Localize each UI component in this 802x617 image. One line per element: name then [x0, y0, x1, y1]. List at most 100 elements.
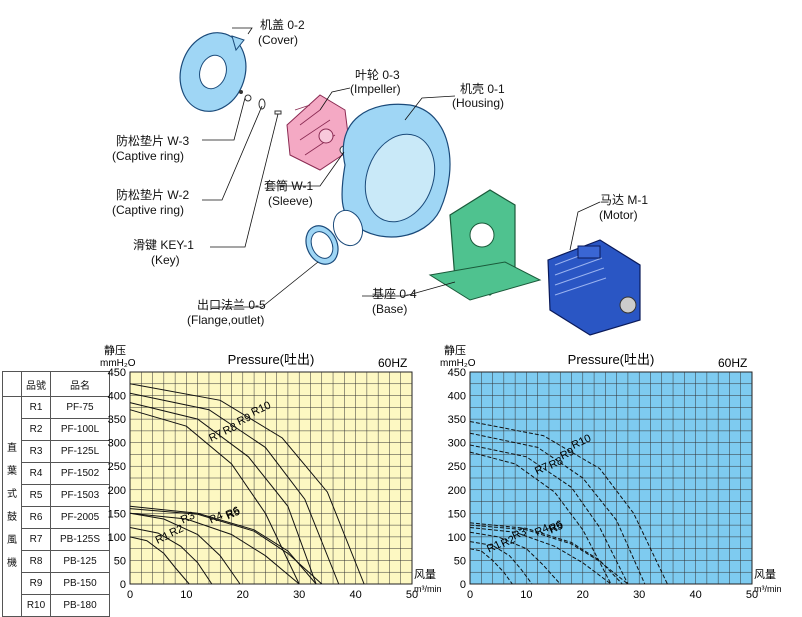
chart2-x-tick-label: 20 [577, 589, 589, 601]
chart2-curve-r8 [469, 444, 629, 585]
chart1-curve-r3 [129, 512, 241, 585]
captive-ring-w3-label-en: (Captive ring) [112, 149, 184, 163]
chart2-y-tick-label: 300 [448, 438, 466, 450]
chart2-y-tick-label: 50 [454, 555, 466, 567]
housing-part [332, 103, 451, 247]
chart2-curve-r2 [469, 541, 533, 585]
chart1-title: Pressure(吐出) [228, 352, 315, 367]
key-part [274, 110, 282, 115]
chart1-y-tick-label: 300 [108, 438, 126, 450]
chart1-y-tick-label: 250 [108, 461, 126, 473]
chart1-x-tick-label: 30 [293, 589, 305, 601]
table-header-cell: 品號 [21, 371, 51, 397]
cover-label-cn: 机盖 0-2 [260, 18, 305, 32]
chart1-curve-r7 [129, 409, 300, 585]
model-name-cell: PB-180 [50, 594, 110, 617]
sleeve-label-cn: 套筒 W-1 [264, 178, 313, 193]
cover-part [179, 32, 247, 112]
chart2-x-tick-label: 30 [633, 589, 645, 601]
base-label-cn: 基座 0-4 [372, 286, 417, 301]
chart1-curve-label: R9 [235, 411, 253, 428]
chart2-curve-label: R7 [533, 461, 551, 478]
housing-label-en: (Housing) [452, 96, 504, 110]
chart1-curve-label: R5 [224, 506, 242, 523]
chart2-curve-label: R5 [547, 520, 565, 537]
chart1-curve-label: R1 [154, 530, 172, 547]
motor-label-cn: 马达 M-1 [600, 193, 648, 207]
chart2-curve-label: R1 [485, 539, 503, 556]
key-label-en: (Key) [151, 253, 180, 267]
chart2-title: Pressure(吐出) [568, 352, 655, 367]
chart2-y-axis-unit: mmH₂O [440, 358, 476, 369]
chart1-y-tick-label: 150 [108, 508, 126, 520]
captive-ring-w2-part [258, 98, 266, 110]
flange-label-en: (Flange,outlet) [187, 313, 264, 327]
base-label-en: (Base) [372, 302, 407, 316]
chart2-curve-label: R9 [558, 446, 576, 463]
chart1-x-axis-label: 风量 [414, 568, 436, 581]
chart1-curve-r4 [129, 512, 300, 585]
category-char: 葉 [7, 466, 17, 477]
chart2-curve-r7 [469, 451, 612, 585]
key-label-cn: 滑键 KEY-1 [133, 238, 194, 252]
chart1-frequency-label: 60HZ [378, 356, 407, 370]
chart1-curve-r10 [129, 383, 365, 585]
chart1-y-tick-label: 100 [108, 532, 126, 544]
captive-ring-w2-label-en: (Captive ring) [112, 203, 184, 217]
chart1-curve-label: R7 [207, 428, 225, 445]
chart1-curve-r1 [129, 536, 190, 585]
chart2-curve-label: R2 [499, 533, 517, 550]
chart2-x-axis-unit: m³/min [754, 584, 782, 594]
chart1-y-axis-label: 静压 [104, 343, 126, 357]
captive-ring-w2-label-cn: 防松垫片 W-2 [116, 187, 189, 202]
chart2-y-tick-label: 200 [448, 485, 466, 497]
chart2-curve-r4 [469, 527, 612, 585]
chart1-y-tick-label: 350 [108, 414, 126, 426]
chart2-y-axis-label: 静压 [444, 343, 466, 357]
chart1-curve-label: R6 [224, 504, 242, 521]
chart2-x-tick-label: 10 [520, 589, 532, 601]
chart1-x-tick-label: 20 [237, 589, 249, 601]
chart1-curve-r8 [129, 402, 317, 585]
housing-label-cn: 机壳 0-1 [460, 82, 505, 96]
chart1-y-tick-label: 0 [120, 579, 126, 591]
base-part [428, 189, 542, 301]
motor-label-en: (Motor) [599, 208, 638, 222]
chart2-curve-label: R8 [547, 455, 565, 472]
chart1-curve-r6 [129, 505, 317, 585]
chart1-x-axis-unit: m³/min [414, 584, 442, 594]
captive-ring-w3-label-cn: 防松垫片 W-3 [116, 133, 189, 148]
chart1-y-axis-unit: mmH₂O [100, 358, 136, 369]
chart1-y-tick-label: 50 [114, 555, 126, 567]
chart1-x-tick-label: 50 [406, 589, 418, 601]
category-char: 鼓 [7, 512, 17, 523]
chart2-curve-r5 [469, 524, 629, 585]
chart1-y-tick-label: 200 [108, 485, 126, 497]
chart1-x-tick-label: 0 [127, 589, 133, 601]
chart2-y-tick-label: 0 [460, 579, 466, 591]
chart2-frequency-label: 60HZ [718, 356, 747, 370]
chart1-curve-r9 [129, 392, 340, 585]
chart2-curve-r1 [469, 548, 513, 585]
chart2-curve-r3 [469, 531, 561, 585]
flange-label-cn: 出口法兰 0-5 [197, 298, 266, 312]
chart2-y-tick-label: 100 [448, 532, 466, 544]
impeller-part [286, 94, 351, 171]
chart2-curve-label: R4 [533, 522, 551, 539]
chart1-curve-r2 [129, 527, 213, 585]
flange-part [305, 225, 339, 265]
chart2-curve-r6 [469, 522, 623, 585]
chart1-curve-label: R8 [221, 421, 239, 438]
chart2-x-axis-label: 风量 [754, 568, 776, 581]
chart2-y-tick-label: 150 [448, 508, 466, 520]
chart2-curve-label: R6 [547, 518, 565, 535]
